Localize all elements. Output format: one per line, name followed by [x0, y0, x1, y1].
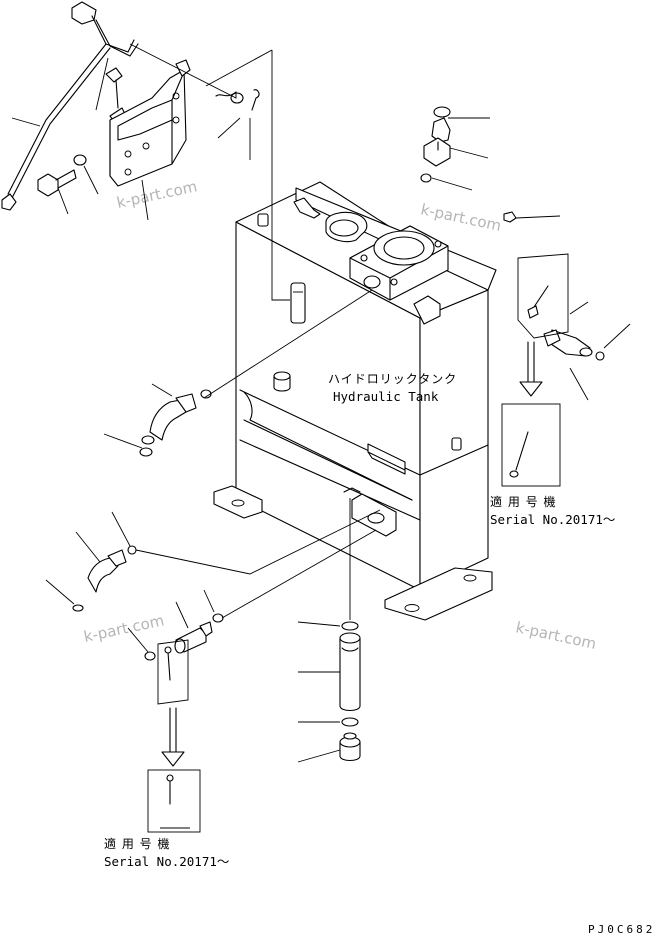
drawing-code: PJ0C682 — [588, 923, 655, 936]
note-box-right-top — [517, 253, 569, 339]
watermark-2: k-part.com — [419, 200, 503, 235]
level-sensor-right — [543, 329, 605, 361]
breather-pipe — [1, 1, 139, 211]
o-ring-pin — [230, 92, 244, 104]
note-box-right-bottom — [501, 403, 561, 487]
o-ring-small-left — [72, 604, 84, 612]
small-plug — [503, 211, 517, 223]
filler-assembly — [325, 211, 449, 301]
o-ring-top — [433, 106, 451, 118]
o-ring-drain-bottom — [341, 717, 359, 727]
tank-label-en: Hydraulic Tank — [333, 389, 439, 404]
serial-note-right-jp: 適 用 号 機 — [490, 494, 556, 509]
arrow-down-left — [161, 707, 185, 767]
bracket — [109, 59, 191, 187]
o-ring-elbow-lower — [127, 545, 137, 555]
hydraulic-tank — [213, 181, 493, 621]
callout-leaders — [11, 57, 631, 763]
elbow-lower — [87, 549, 127, 593]
bolt-left — [37, 169, 77, 197]
o-ring-drain-top — [341, 621, 359, 631]
washer-left — [73, 154, 87, 166]
drain-plug — [339, 732, 361, 762]
elbow-upper — [141, 393, 197, 445]
serial-note-left-en: Serial No.20171～ — [104, 854, 229, 869]
o-ring-lower-upper — [139, 447, 153, 457]
watermark-4: k-part.com — [514, 618, 598, 653]
note-box-left-bottom — [147, 769, 201, 833]
breather — [423, 117, 451, 167]
serial-note-right-en: Serial No.20171～ — [490, 512, 615, 527]
serial-note-left-jp: 適 用 号 機 — [104, 836, 170, 851]
o-ring-sensor-left — [212, 613, 224, 623]
o-ring-top-2 — [420, 173, 432, 183]
watermark-3: k-part.com — [82, 611, 166, 646]
tank-label-jp: ハイドロリックタンク — [328, 372, 457, 386]
o-ring-sensor-small — [144, 651, 156, 661]
sensor-left — [174, 621, 213, 654]
drain-spacer — [339, 632, 361, 712]
arrow-down-right — [519, 341, 543, 397]
note-box-left-top — [157, 639, 189, 705]
